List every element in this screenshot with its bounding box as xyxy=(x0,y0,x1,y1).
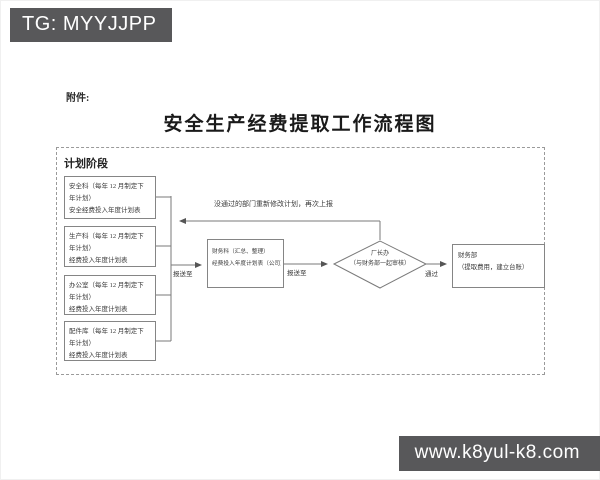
box-text-line: 经费投入年度计划表 xyxy=(69,306,128,313)
box-text-line: 年计划） xyxy=(69,294,95,301)
label-submit-to-2: 报送至 xyxy=(287,270,307,277)
dept-box-office: 办公室（每年 12 月制定下 年计划） 经费投入年度计划表 xyxy=(64,275,156,315)
diamond-text-line: （与财务部一起审核） xyxy=(349,261,410,267)
box-text-line: 安全经费投入年度计划表 xyxy=(69,207,141,214)
diamond-text-line: 厂长办 xyxy=(370,251,389,257)
box-text-line: 财务科（汇总、整理） xyxy=(212,249,269,255)
decision-diamond: 厂长办 （与财务部一起审核） xyxy=(334,249,426,269)
label-pass: 通过 xyxy=(425,271,438,278)
box-text-line: 经费投入年度计划表 xyxy=(69,352,128,359)
top-left-watermark-badge: TG: MYYJJPP xyxy=(10,8,173,42)
box-text-line: 经费投入年度计划表（公司） xyxy=(212,261,281,267)
box-text-line: 配件库（每年 12 月制定下 xyxy=(69,328,144,335)
page-title: 安全生产经费提取工作流程图 xyxy=(163,114,437,135)
box-text-line: 生产科（每年 12 月制定下 xyxy=(69,233,144,240)
stage-label: 计划阶段 xyxy=(64,158,108,170)
box-text-line: 财务部 xyxy=(458,252,478,259)
attachment-label: 附件: xyxy=(66,93,90,104)
box-text-line: 办公室（每年 12 月制定下 xyxy=(69,282,144,289)
dept-box-production: 生产科（每年 12 月制定下 年计划） 经费投入年度计划表 xyxy=(64,226,156,267)
finance-result-box: 财务部 （提取费用，建立台账） xyxy=(452,244,545,288)
box-text-line: 年计划） xyxy=(69,340,95,347)
box-text-line: 年计划） xyxy=(69,195,95,202)
label-submit-to-1: 报送至 xyxy=(173,271,193,278)
dept-box-safety: 安全科（每年 12 月制定下 年计划） 安全经费投入年度计划表 xyxy=(64,176,156,219)
label-rejected-note: 没通过的部门重新修改计划，再次上报 xyxy=(214,200,333,208)
dept-box-parts-warehouse: 配件库（每年 12 月制定下 年计划） 经费投入年度计划表 xyxy=(64,321,156,361)
box-text-line: 安全科（每年 12 月制定下 xyxy=(69,183,144,190)
box-text-line: 经费投入年度计划表 xyxy=(69,257,128,264)
box-text-line: （提取费用，建立台账） xyxy=(458,264,529,271)
finance-summary-box: 财务科（汇总、整理） 经费投入年度计划表（公司） xyxy=(207,239,284,288)
box-text-line: 年计划） xyxy=(69,245,95,252)
bottom-right-watermark-badge: www.k8yul-k8.com xyxy=(398,436,600,471)
